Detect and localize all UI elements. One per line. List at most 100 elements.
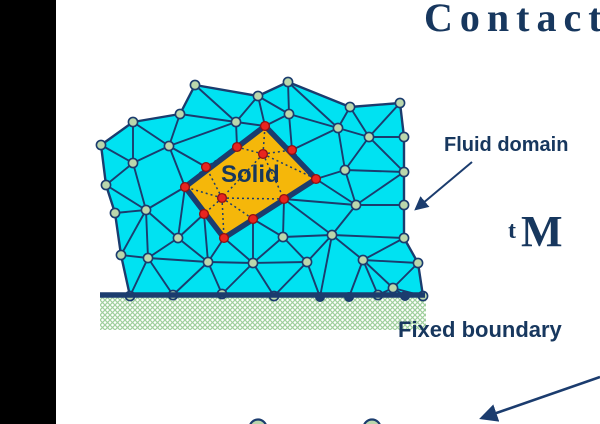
solid-node — [278, 193, 290, 205]
mesh-edge — [315, 178, 357, 206]
solid-node — [286, 144, 298, 156]
mesh-edge — [223, 237, 254, 264]
solid-node — [257, 148, 269, 160]
fluid-node — [247, 257, 259, 269]
ground-hatch — [100, 297, 426, 330]
mesh-edge — [168, 145, 186, 188]
mesh-edge — [194, 84, 237, 123]
mesh-edge — [368, 102, 401, 138]
fluid-node — [344, 101, 356, 113]
mesh-edge — [105, 162, 134, 186]
fluid-node — [326, 229, 338, 241]
mesh-edge — [283, 198, 333, 236]
mesh-edge — [120, 209, 147, 256]
fluid-node — [174, 108, 186, 120]
solid-dashed-edge — [205, 146, 238, 168]
solid-dashed-edge — [184, 186, 223, 199]
fluid-node — [387, 282, 399, 294]
mesh-edge — [252, 262, 275, 297]
fluid-node — [127, 116, 139, 128]
fluid-node — [394, 97, 406, 109]
fluid-node — [115, 249, 127, 261]
mesh-edge — [306, 261, 321, 298]
fluid-node — [357, 254, 369, 266]
mesh-edge — [344, 169, 357, 206]
matrix-symbol-m: M — [521, 207, 563, 256]
solid-node — [200, 161, 212, 173]
fluid-node — [283, 108, 295, 120]
fluid-node — [140, 204, 152, 216]
mesh-edge — [337, 127, 346, 171]
mesh-edge — [168, 145, 207, 168]
fluid-node — [301, 256, 313, 268]
fluid-node — [127, 157, 139, 169]
mesh-edge — [145, 209, 179, 239]
solid-dashed-edge — [291, 149, 317, 180]
mesh-edge — [344, 136, 370, 171]
mesh-edge — [207, 261, 254, 264]
fluid-node — [163, 140, 175, 152]
mesh-edge — [132, 162, 147, 211]
mesh-edge — [207, 261, 223, 295]
fluid-node — [230, 116, 242, 128]
fluid-node — [339, 164, 351, 176]
mesh-edge — [282, 234, 333, 238]
mesh-edge — [355, 171, 405, 206]
fluid-node — [100, 179, 112, 191]
solid-node — [247, 213, 259, 225]
annotation-arrow — [479, 375, 600, 422]
mesh-edge — [177, 186, 186, 239]
mesh-edge — [282, 236, 308, 263]
fluid-node — [95, 139, 107, 151]
fluid-node — [142, 252, 154, 264]
mesh-edge — [147, 237, 179, 259]
mesh-edge — [273, 261, 308, 297]
fluid-node — [282, 76, 294, 88]
solid-dashed-edge — [262, 153, 285, 200]
mesh-edge — [362, 259, 419, 264]
solid-node — [259, 120, 271, 132]
solid-dashed-edge — [221, 197, 254, 220]
solid-node — [218, 232, 230, 244]
mesh-edge — [362, 259, 379, 296]
solid-dashed-edge — [223, 218, 254, 239]
fluid-node — [109, 207, 121, 219]
solid-dashed-edge — [252, 198, 285, 220]
solid-node — [216, 192, 228, 204]
mesh-edge — [282, 198, 285, 238]
fluid-node — [332, 122, 344, 134]
mesh-edge — [129, 257, 149, 297]
mesh-edge — [168, 121, 237, 147]
solid-dashed-edge — [203, 213, 225, 239]
slide-title: Contact — [424, 0, 600, 40]
left-black-panel — [0, 0, 56, 424]
solid-dashed-edge — [221, 197, 285, 200]
mesh-edge — [344, 169, 405, 173]
mesh-edge — [177, 213, 205, 239]
fluid-domain-label: Fluid domain — [444, 134, 569, 156]
mesh-edge — [331, 204, 357, 236]
bottom-node — [249, 418, 267, 424]
solid-dashed-edge — [221, 197, 225, 239]
fluid-node — [398, 131, 410, 143]
solid-dashed-edge — [264, 125, 293, 151]
solid-region-label: Solid — [221, 161, 280, 188]
mesh-edge — [368, 136, 405, 173]
fluid-node — [363, 131, 375, 143]
fluid-node — [252, 90, 264, 102]
mesh-edge — [306, 234, 333, 263]
mesh-edge — [252, 218, 284, 238]
solid-node — [198, 208, 210, 220]
mesh-edge — [362, 259, 394, 289]
mesh-edge — [235, 95, 259, 123]
mesh-edge — [349, 106, 370, 138]
solid-dashed-edge — [283, 178, 317, 200]
mesh-edge — [179, 113, 237, 123]
annotation-arrow — [414, 161, 473, 211]
solid-dashed-edge — [221, 153, 264, 199]
mesh-edge — [172, 261, 209, 296]
mesh-edge — [132, 145, 170, 164]
mesh-edge — [283, 198, 357, 206]
